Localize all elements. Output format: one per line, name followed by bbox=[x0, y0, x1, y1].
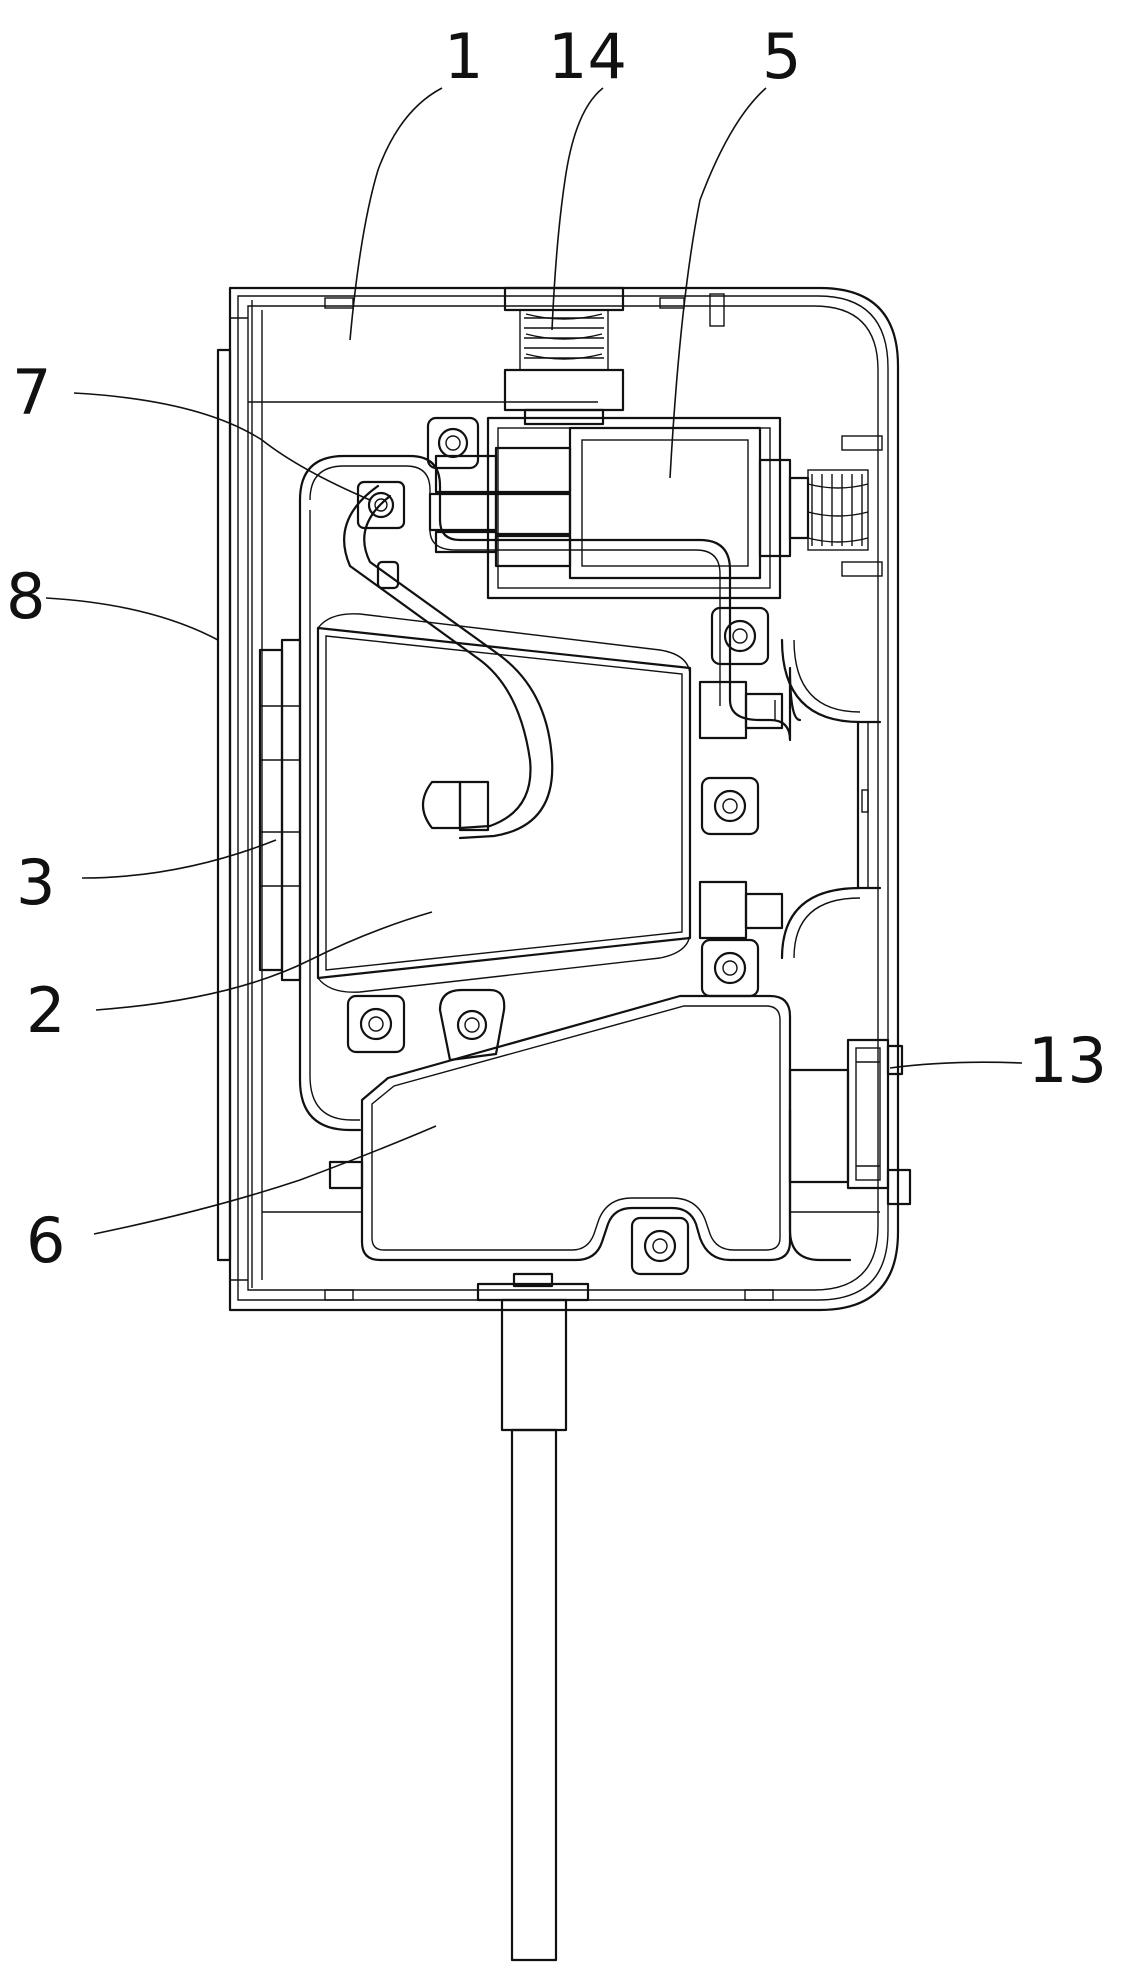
label-side-plate: 8 bbox=[6, 560, 45, 633]
label-spring-assembly: 14 bbox=[548, 20, 627, 93]
reference-numerals: 1 14 5 7 8 3 2 13 6 bbox=[6, 20, 1107, 1277]
screw-post-c bbox=[700, 776, 760, 836]
wire-loop bbox=[343, 484, 554, 840]
screw-post-7 bbox=[356, 480, 406, 530]
screw-post-b bbox=[710, 606, 770, 666]
screw-post-f bbox=[630, 1216, 690, 1276]
clip-13 bbox=[788, 1038, 912, 1213]
right-spring-coil bbox=[807, 469, 869, 551]
label-screw-post: 7 bbox=[12, 356, 51, 429]
label-housing: 1 bbox=[444, 20, 483, 93]
label-top-module: 5 bbox=[762, 20, 801, 93]
label-clip: 13 bbox=[1028, 1024, 1107, 1097]
terminal-strip-3 bbox=[258, 638, 302, 982]
screw-post-g bbox=[438, 988, 506, 1062]
side-plate-8 bbox=[216, 300, 263, 1288]
spring-assembly-14 bbox=[503, 286, 625, 426]
screw-post-d bbox=[700, 938, 760, 998]
inner-frame bbox=[298, 454, 792, 1132]
lower-module-6 bbox=[262, 994, 792, 1262]
screw-posts bbox=[346, 416, 770, 1276]
label-terminal-strip: 3 bbox=[16, 846, 55, 919]
screw-post-e bbox=[346, 994, 406, 1054]
main-block-2 bbox=[316, 484, 784, 993]
label-lower-module: 6 bbox=[26, 1204, 65, 1277]
top-module-5 bbox=[428, 416, 883, 600]
screw-post-a bbox=[426, 416, 480, 470]
leader-lines bbox=[45, 87, 1023, 1235]
housing-outline bbox=[228, 286, 900, 1312]
label-main-block: 2 bbox=[26, 974, 65, 1047]
cable bbox=[476, 1272, 590, 1962]
